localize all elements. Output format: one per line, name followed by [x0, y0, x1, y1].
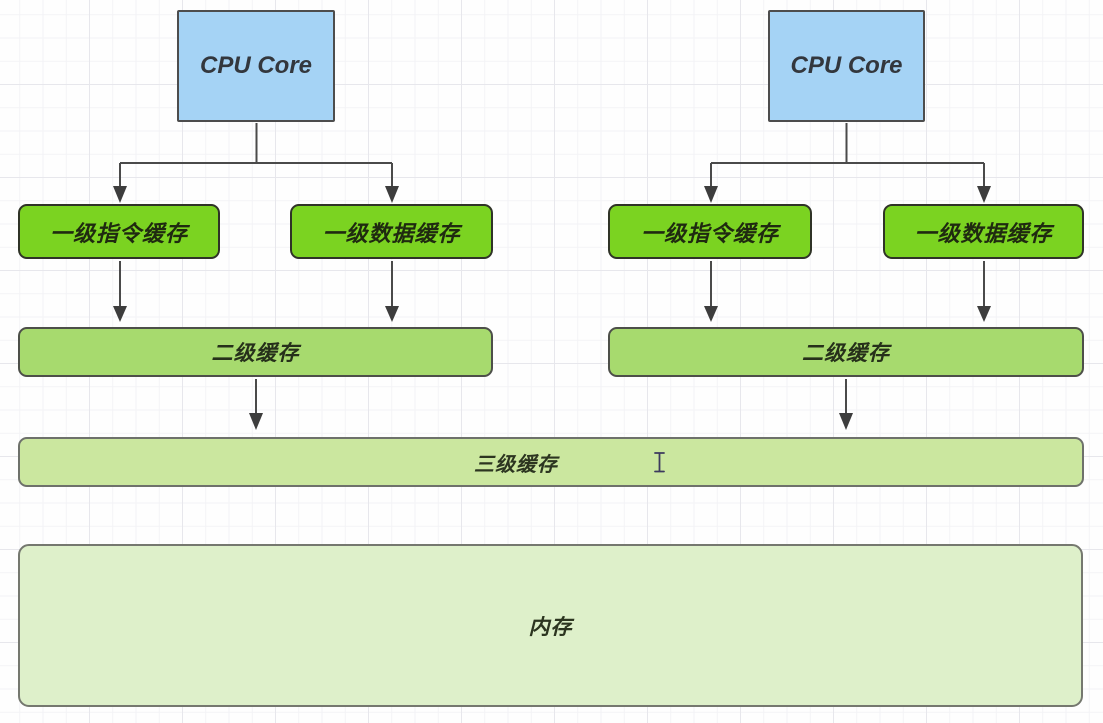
l3-cache-node[interactable]: 三级缓存 [18, 437, 1084, 487]
arrowhead [977, 186, 991, 203]
l3-cache-label: 三级缓存 [474, 453, 558, 476]
l1-data-cache-left-node[interactable]: 一级数据缓存 [290, 204, 493, 259]
edge-cpu-right-to-l1-caches[interactable] [704, 123, 991, 203]
l1-instruction-cache-right-node[interactable]: 一级指令缓存 [608, 204, 812, 259]
arrowhead [113, 306, 127, 322]
l1-instruction-cache-left-label: 一级指令缓存 [49, 220, 188, 246]
memory-node[interactable]: 内存 [18, 544, 1083, 707]
l2-cache-left-label: 二级缓存 [211, 342, 300, 365]
l1-data-cache-right-node[interactable]: 一级数据缓存 [883, 204, 1084, 259]
arrowhead [385, 186, 399, 203]
cpu-core-right-node[interactable]: CPU Core [768, 10, 925, 122]
l1-instruction-cache-right-label: 一级指令缓存 [640, 220, 779, 246]
arrowhead [704, 186, 718, 203]
arrowhead [249, 413, 263, 430]
arrowhead [385, 306, 399, 322]
l1-data-cache-right-label: 一级数据缓存 [914, 220, 1053, 246]
arrowhead [704, 306, 718, 322]
memory-label: 内存 [528, 615, 573, 639]
cpu-core-right-label: CPU Core [790, 52, 903, 79]
l2-cache-right-node[interactable]: 二级缓存 [608, 327, 1084, 377]
cpu-core-left-node[interactable]: CPU Core [177, 10, 335, 122]
arrowhead [839, 413, 853, 430]
l2-cache-right-label: 二级缓存 [802, 342, 890, 365]
arrowhead [977, 306, 991, 322]
l2-cache-left-node[interactable]: 二级缓存 [18, 327, 493, 377]
arrowhead [113, 186, 127, 203]
edge-cpu-left-to-l1-caches[interactable] [113, 123, 399, 203]
edge-l1-to-l2[interactable] [113, 261, 991, 322]
cpu-core-left-label: CPU Core [199, 52, 313, 79]
l1-instruction-cache-left-node[interactable]: 一级指令缓存 [18, 204, 220, 259]
edge-l2-to-l3[interactable] [249, 379, 853, 430]
l1-data-cache-left-label: 一级数据缓存 [322, 220, 461, 246]
